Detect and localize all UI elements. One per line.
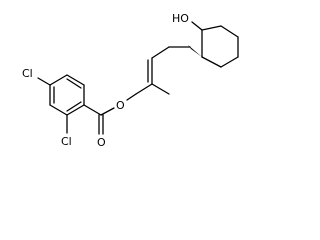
cyclohexane-bond-5 [201, 56, 222, 68]
ring-double-bond-1 [66, 78, 82, 89]
ring-bond-1 [66, 74, 85, 86]
bond-alkene-to-ch2 [151, 46, 170, 59]
hydroxyl-label: HO [172, 12, 189, 25]
bond-ester-oxygen-ch2 [126, 93, 137, 101]
bond-ring-carbonyl [83, 104, 102, 116]
bond-methyl [151, 83, 170, 95]
cyclohexane-bond-4 [220, 56, 239, 68]
ester-oxygen-label: O [116, 99, 125, 112]
stereo-wedge-bond [188, 45, 202, 57]
bond-ring-hydroxyl [191, 21, 203, 31]
chlorine-ortho-label: Cl [61, 135, 72, 148]
structure-canvas: Cl Cl O O HO [22, 12, 239, 149]
bond-ch2-alkene-carbon [135, 83, 153, 95]
cyclohexane-bond-1 [201, 25, 222, 31]
chemical-structure-diagram: Cl Cl O O HO [22, 12, 239, 149]
ring-bond-5 [66, 104, 85, 116]
ring-bond-4 [49, 104, 68, 116]
bond-carbonyl-ester-oxygen [100, 107, 115, 116]
chlorine-para-label: Cl [22, 67, 33, 80]
carbonyl-oxygen-label: O [97, 136, 106, 149]
ring-bond-2 [49, 74, 68, 86]
cyclohexane-ring [201, 25, 239, 68]
ring-double-bond-3 [66, 101, 82, 112]
cyclohexane-bond-2 [220, 25, 239, 38]
bond-c-cl-para [37, 77, 51, 86]
dichlorophenyl-ring [49, 74, 85, 116]
